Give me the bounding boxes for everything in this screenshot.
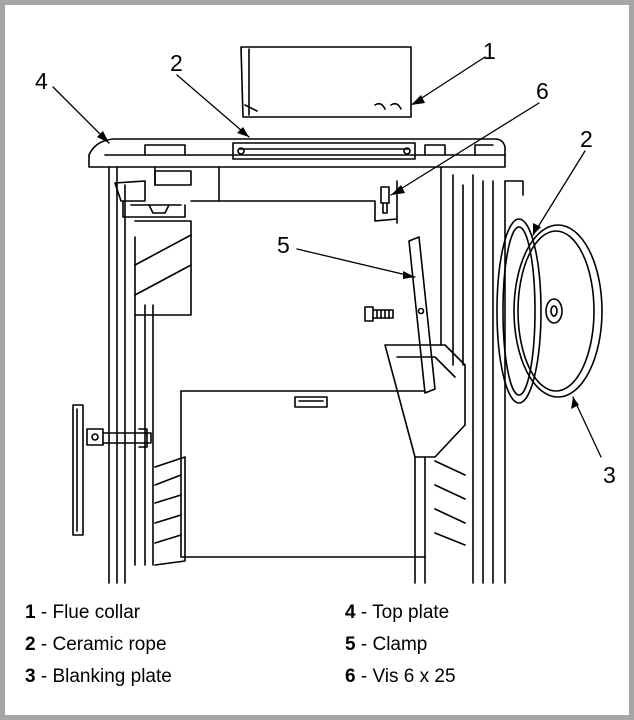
callout-2-right: 2 (580, 126, 593, 152)
legend-item-3: 3 - Blanking plate (25, 666, 172, 688)
legend-separator: - (35, 634, 53, 655)
stove-right-side (384, 166, 524, 584)
legend-number: 5 (345, 634, 356, 655)
legend-label: Vis 6 x 25 (372, 666, 456, 687)
callout-2-top: 2 (170, 50, 183, 76)
legend-number: 6 (345, 666, 356, 687)
ceramic-rope-ring (496, 218, 542, 404)
legend-separator: - (355, 602, 373, 623)
blanking-plate (513, 224, 603, 398)
legend-item-1: 1 - Flue collar (25, 602, 140, 624)
arrowheads (97, 95, 579, 409)
legend-item-2: 2 - Ceramic rope (25, 634, 167, 656)
legend-label: Blanking plate (52, 666, 172, 687)
stove-left-side (108, 166, 192, 584)
legend-label: Flue collar (52, 602, 141, 623)
legend-item-5: 5 - Clamp (345, 634, 427, 656)
clamp (408, 236, 436, 394)
door-handle-plate (72, 404, 152, 536)
flue-collar (240, 46, 412, 118)
legend-label: Ceramic rope (52, 634, 167, 655)
callout-4: 4 (35, 68, 48, 94)
callout-5: 5 (277, 232, 290, 258)
callout-3: 3 (603, 462, 616, 488)
legend-number: 2 (25, 634, 36, 655)
inner-chamber (154, 166, 426, 566)
legend-separator: - (35, 602, 53, 623)
legend-label: Clamp (372, 634, 428, 655)
legend-item-6: 6 - Vis 6 x 25 (345, 666, 456, 688)
legend-item-4: 4 - Top plate (345, 602, 449, 624)
leader-lines (52, 56, 602, 458)
legend-separator: - (355, 634, 373, 655)
legend-label: Top plate (372, 602, 450, 623)
legend-number: 3 (25, 666, 36, 687)
legend-number: 1 (25, 602, 36, 623)
callout-6: 6 (536, 78, 549, 104)
legend-separator: - (35, 666, 53, 687)
callout-1: 1 (483, 38, 496, 64)
legend-separator: - (355, 666, 373, 687)
screw-top (380, 186, 390, 214)
legend-number: 4 (345, 602, 356, 623)
bolt (364, 306, 394, 322)
top-plate (88, 138, 506, 168)
stove-exploded-diagram: 1 2 4 6 2 5 3 (35, 38, 616, 584)
